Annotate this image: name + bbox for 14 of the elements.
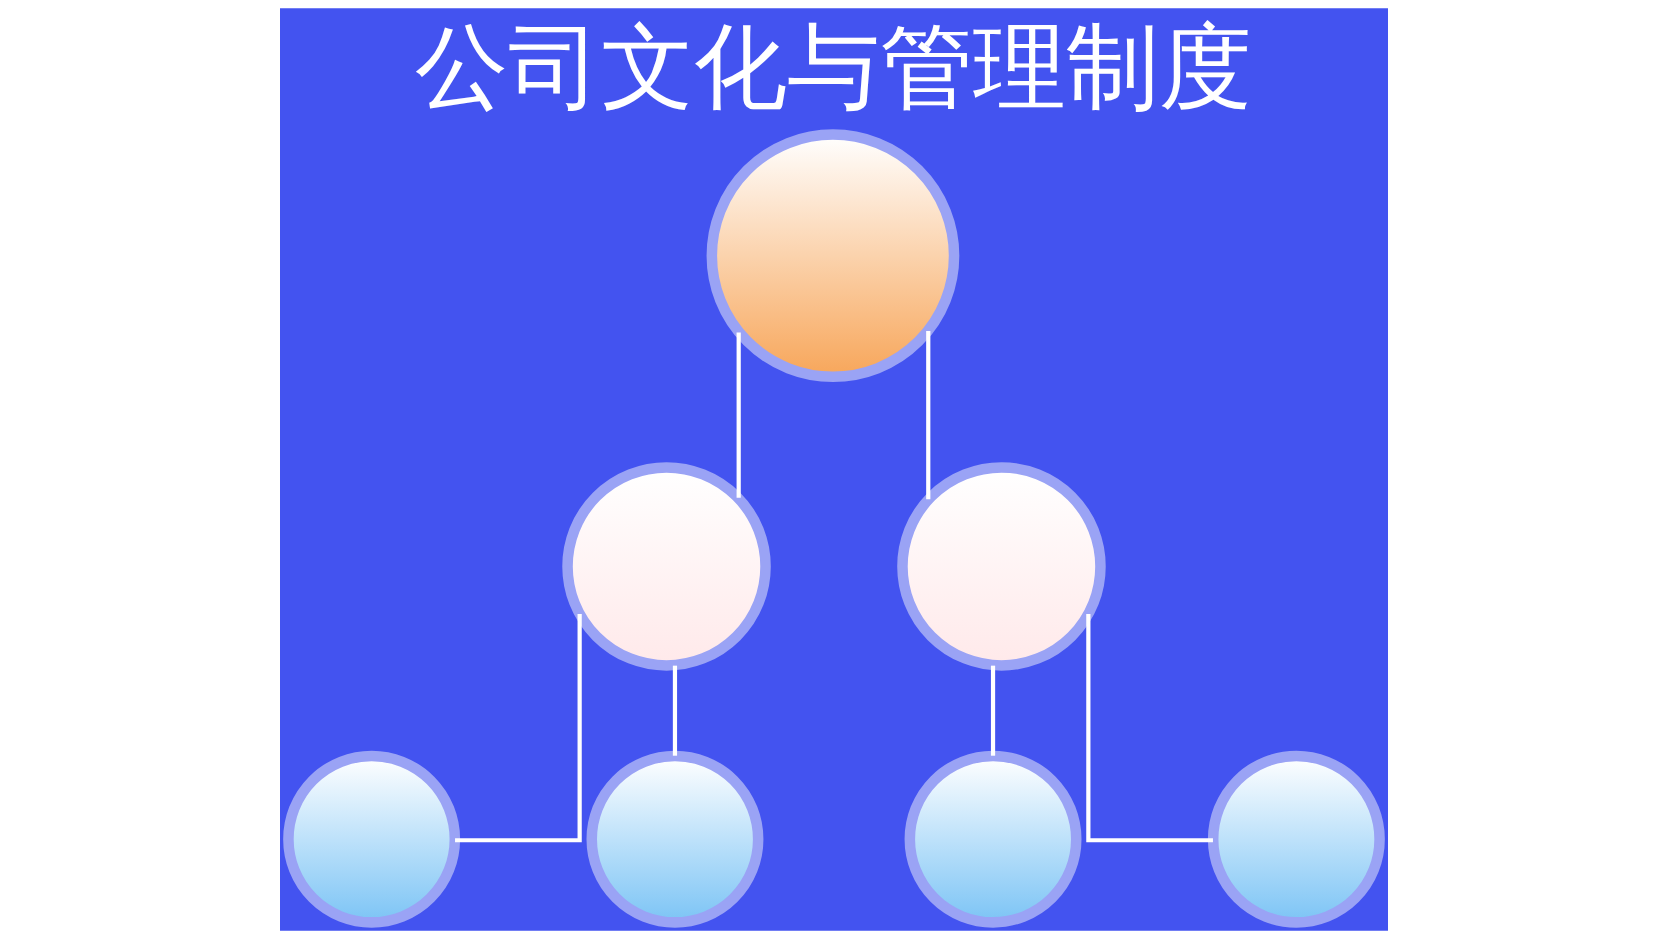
connector xyxy=(926,330,931,500)
node-person xyxy=(897,462,1106,671)
connector xyxy=(990,665,996,756)
node-person xyxy=(586,750,764,928)
diagram-title: 公司文化与管理制度 xyxy=(415,13,1253,122)
node-person xyxy=(562,462,771,671)
node-person xyxy=(904,750,1082,928)
connector xyxy=(455,614,582,843)
node-person xyxy=(706,129,960,383)
connector xyxy=(672,665,678,756)
connector xyxy=(1086,614,1213,843)
connector xyxy=(736,332,741,498)
node-person xyxy=(283,750,461,928)
node-person xyxy=(1207,750,1385,928)
